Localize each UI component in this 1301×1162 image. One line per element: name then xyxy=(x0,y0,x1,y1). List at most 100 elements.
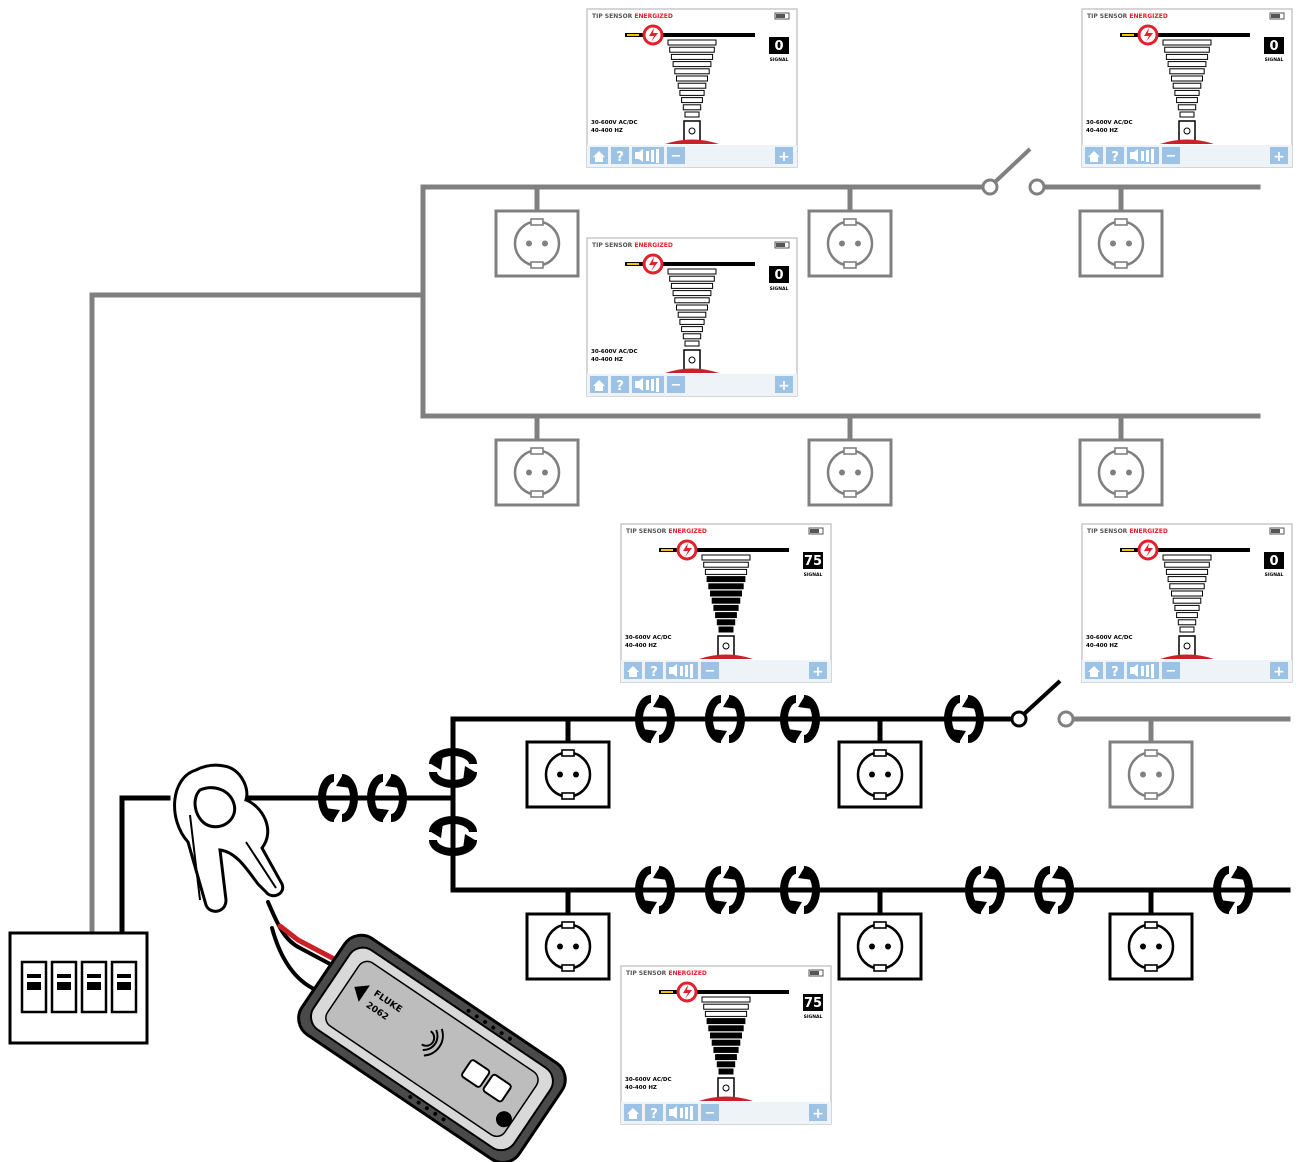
help-button xyxy=(611,147,629,164)
signal-value: 75 xyxy=(804,996,822,1011)
plus-icon: + xyxy=(1273,664,1285,680)
home-icon xyxy=(627,666,639,677)
volume-icon xyxy=(669,1106,677,1119)
signal-bar xyxy=(708,1025,744,1032)
signal-bar xyxy=(672,290,712,297)
test-leads xyxy=(266,900,347,992)
volume-level xyxy=(1151,149,1154,163)
probe-body xyxy=(717,1077,735,1099)
signal-bar xyxy=(711,1039,741,1046)
plus-icon: + xyxy=(778,378,790,394)
socket-outlet xyxy=(807,209,893,278)
minus-button xyxy=(1162,662,1180,679)
signal-bar xyxy=(710,1032,742,1039)
signal-label: SIGNAL xyxy=(1265,572,1284,578)
signal-value-box xyxy=(803,552,823,569)
header-label: TIP SENSOR xyxy=(592,242,634,249)
signal-bar xyxy=(1174,89,1200,96)
spec-voltage: 30-600V AC/DC xyxy=(625,1077,672,1083)
signal-label: SIGNAL xyxy=(1265,57,1284,63)
help-button xyxy=(645,662,663,679)
socket-outlet xyxy=(525,740,611,809)
signal-bar xyxy=(1176,612,1198,619)
battery-level xyxy=(776,243,785,247)
probe-led xyxy=(688,356,696,364)
socket-outlet xyxy=(525,912,611,981)
minus-icon: − xyxy=(671,378,682,393)
signal-bar xyxy=(1162,39,1212,46)
header-status: ENERGIZED xyxy=(1129,13,1167,20)
spec-frequency: 40-400 HZ xyxy=(1086,128,1118,134)
volume-level xyxy=(685,1107,688,1119)
home-icon xyxy=(627,1108,639,1119)
receiver-unit: FLUKE 2062 xyxy=(297,933,567,1162)
probe-base xyxy=(665,368,719,373)
lightning-icon xyxy=(649,257,658,271)
signal-value-box xyxy=(769,37,789,54)
probe-body xyxy=(683,120,701,142)
help-icon: ? xyxy=(616,379,624,394)
signal-label: SIGNAL xyxy=(804,1014,823,1020)
signal-bar xyxy=(1172,597,1202,604)
traced-circuit-wires xyxy=(119,716,1291,938)
spec-voltage: 30-600V AC/DC xyxy=(591,120,638,126)
screen-header: TIP SENSOR ENERGIZED xyxy=(626,528,707,535)
header-label: TIP SENSOR xyxy=(592,13,634,20)
header-status: ENERGIZED xyxy=(634,242,672,249)
minus-button xyxy=(667,376,685,393)
signal-bar xyxy=(1179,111,1195,118)
signal-bar xyxy=(682,104,702,111)
signal-bar xyxy=(1169,583,1205,590)
signal-bar xyxy=(718,626,734,633)
signal-bar xyxy=(682,333,702,340)
socket-outlet xyxy=(807,438,893,507)
header-label: TIP SENSOR xyxy=(626,970,668,977)
plus-icon: + xyxy=(812,664,824,680)
screen-header: TIP SENSOR ENERGIZED xyxy=(1087,13,1168,20)
signal-label: SIGNAL xyxy=(770,57,789,63)
volume-level xyxy=(680,666,683,676)
plus-icon: + xyxy=(778,149,790,165)
probe-body xyxy=(683,349,701,371)
lightning-icon xyxy=(1144,28,1153,42)
battery-level xyxy=(1271,14,1280,18)
plus-button xyxy=(809,1104,827,1121)
signal-bar xyxy=(1171,75,1203,82)
breaker-switch xyxy=(80,960,108,1014)
header-status: ENERGIZED xyxy=(634,13,672,20)
signal-bar xyxy=(1172,82,1202,89)
probe-body xyxy=(717,635,735,657)
signal-value-box xyxy=(1264,37,1284,54)
signal-label: SIGNAL xyxy=(770,286,789,292)
volume-level xyxy=(656,149,659,163)
screen-header: TIP SENSOR ENERGIZED xyxy=(592,13,673,20)
signal-value: 0 xyxy=(1269,554,1278,569)
breaker-switch xyxy=(50,960,78,1014)
probe-base xyxy=(699,654,753,659)
battery-level xyxy=(1271,529,1280,533)
plus-icon: + xyxy=(812,1106,824,1122)
help-icon: ? xyxy=(650,665,658,680)
current-clamp xyxy=(173,763,285,913)
signal-bar xyxy=(676,75,708,82)
signal-bar xyxy=(703,561,749,568)
signal-bar xyxy=(681,97,703,104)
signal-bar xyxy=(1169,68,1205,75)
minus-button xyxy=(701,1104,719,1121)
breaker-panel xyxy=(8,931,149,1045)
signal-bar xyxy=(677,311,707,318)
volume-level xyxy=(651,379,654,391)
volume-level xyxy=(1146,150,1149,162)
plus-button xyxy=(775,376,793,393)
probe-base xyxy=(699,1096,753,1101)
battery-level xyxy=(810,971,819,975)
signal-bar xyxy=(1164,46,1210,53)
volume-level xyxy=(656,378,659,392)
wireless-icon xyxy=(421,1028,444,1057)
signal-bar xyxy=(715,1054,737,1061)
signal-bar xyxy=(674,297,710,304)
signal-bar xyxy=(670,282,714,289)
